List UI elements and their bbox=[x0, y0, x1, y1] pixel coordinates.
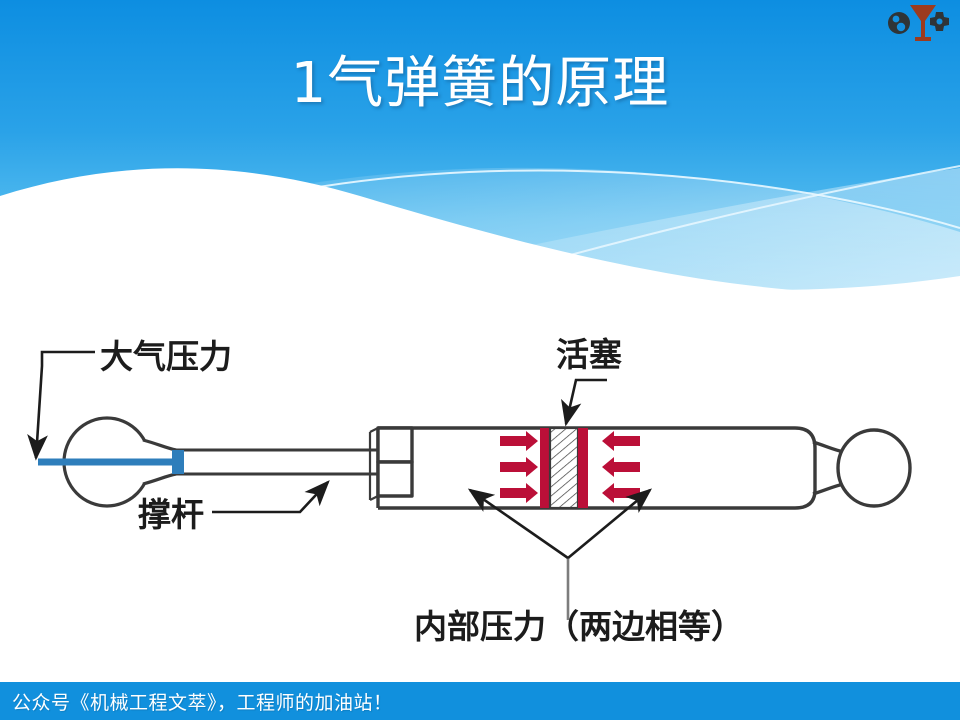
gland-tick-a bbox=[369, 427, 379, 433]
logo-funnel-base bbox=[915, 37, 931, 41]
gland-tick-d bbox=[369, 495, 379, 501]
piston-assembly bbox=[540, 426, 588, 510]
header-hairline-1 bbox=[299, 169, 960, 229]
rod-seal-block bbox=[172, 450, 184, 474]
brand-logo bbox=[886, 2, 954, 44]
label-rod: 撑杆 bbox=[138, 495, 204, 534]
pressure-arrow-right-2 bbox=[602, 457, 640, 477]
label-internal-pressure: 内部压力（两边相等） bbox=[414, 607, 744, 646]
header-banner bbox=[0, 0, 960, 292]
logo-gear-hole bbox=[936, 18, 943, 25]
cylinder-body bbox=[378, 426, 817, 510]
logo-ring-outer-icon bbox=[888, 12, 910, 34]
header-white-wave-tail bbox=[0, 178, 960, 292]
piston-hatched-body bbox=[548, 426, 580, 510]
gland-upper bbox=[376, 426, 414, 464]
logo-funnel-icon bbox=[910, 5, 936, 38]
piston-seal-left bbox=[540, 428, 550, 508]
label-atmospheric-pressure: 大气压力 bbox=[100, 337, 232, 376]
page-title: 1气弹簧的原理 bbox=[290, 51, 670, 116]
footer-text: 公众号《机械工程文萃》，工程师的加油站！ bbox=[12, 691, 393, 714]
gas-spring-diagram: 大气压力 撑杆 活塞 内部压力（两边相等） bbox=[0, 300, 960, 670]
pressure-arrow-left-2 bbox=[500, 457, 538, 477]
label-piston: 活塞 bbox=[556, 335, 622, 374]
pressure-arrow-left-3 bbox=[500, 483, 538, 503]
logo-ring-hole-a bbox=[892, 15, 900, 23]
logo-ring-hole-b bbox=[896, 22, 906, 32]
leader-internal-branch-left bbox=[467, 488, 569, 560]
left-chamber-pressure-arrows bbox=[500, 431, 538, 503]
footer-bar: 公众号《机械工程文萃》，工程师的加油站！ bbox=[0, 682, 960, 720]
pressure-arrow-right-1 bbox=[602, 431, 640, 451]
leader-internal-branch-right bbox=[567, 488, 653, 560]
gland-lower bbox=[376, 460, 414, 498]
pressure-arrow-left-1 bbox=[500, 431, 538, 451]
right-eyelet bbox=[836, 428, 912, 508]
leader-atmospheric-pressure bbox=[27, 350, 95, 461]
right-chamber-pressure-arrows bbox=[602, 431, 640, 503]
leader-rod bbox=[212, 480, 330, 514]
piston-seal-right bbox=[578, 428, 588, 508]
leader-piston bbox=[561, 378, 607, 427]
